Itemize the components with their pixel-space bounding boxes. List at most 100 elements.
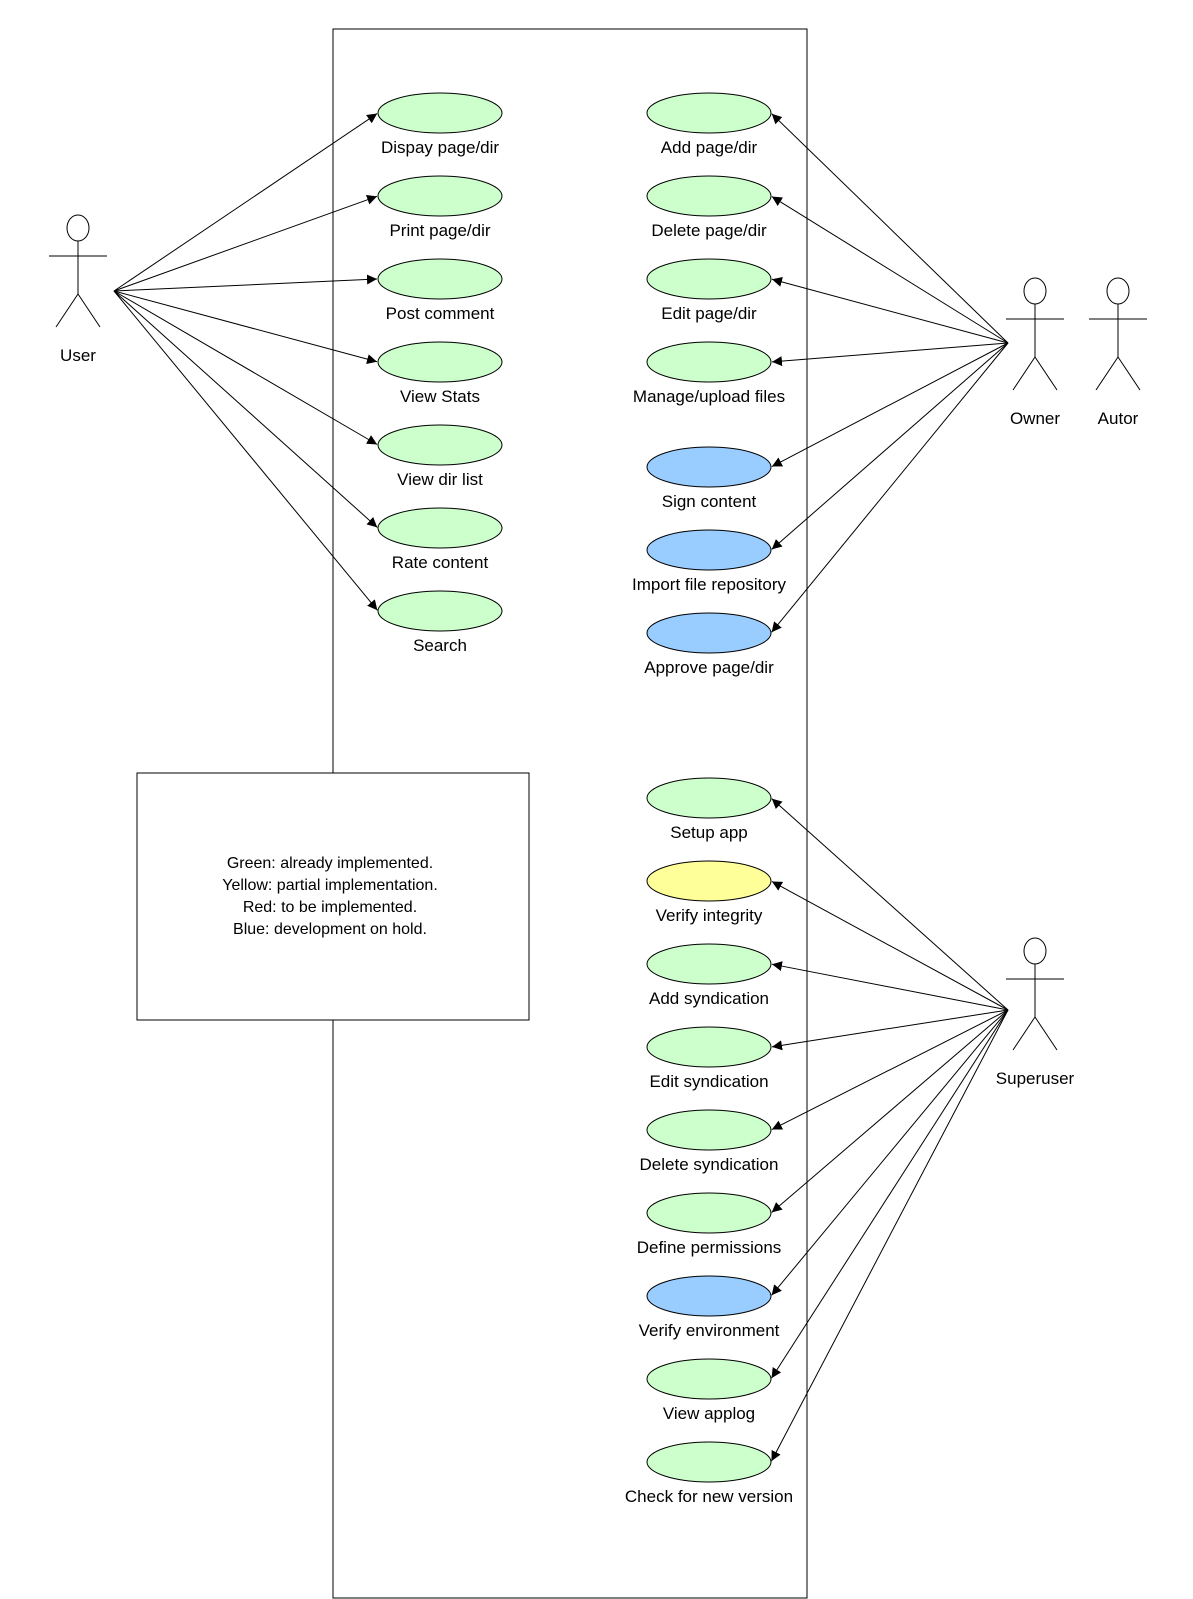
use-case-ellipse: [646, 777, 772, 819]
use-case-ellipse: [377, 92, 503, 134]
use-case-ellipse: [377, 341, 503, 383]
use-case-sign-content: Sign content: [646, 446, 772, 511]
actor-label: User: [60, 346, 96, 365]
use-case-ellipse: [646, 258, 772, 300]
use-case-label: Search: [413, 636, 467, 655]
connector-delete-page-dir: [771, 196, 1009, 344]
connector-view-applog: [771, 1009, 1009, 1379]
use-case-label: Edit syndication: [649, 1072, 768, 1091]
actor-label: Owner: [1010, 409, 1060, 428]
actor-leg-right: [1034, 356, 1058, 391]
connector-dispay-page-dir: [113, 113, 378, 292]
legend-line-yellow: Yellow: partial implementation.: [222, 877, 438, 894]
connector-approve-page-dir: [771, 342, 1009, 633]
legend-box: [136, 772, 530, 1021]
use-case-ellipse: [646, 1275, 772, 1317]
use-case-label: Approve page/dir: [644, 658, 774, 677]
use-case-ellipse: [646, 1192, 772, 1234]
legend-line-red: Red: to be implemented.: [243, 899, 417, 916]
legend-line-blue: Blue: development on hold.: [233, 921, 427, 938]
use-case-check-for-new-version: Check for new version: [625, 1441, 793, 1506]
actor-label: Superuser: [996, 1069, 1075, 1088]
connector-add-page-dir: [771, 113, 1009, 344]
use-case-label: Dispay page/dir: [381, 138, 499, 157]
use-case-ellipse: [646, 341, 772, 383]
use-case-label: Print page/dir: [389, 221, 490, 240]
use-case-import-file-repository: Import file repository: [632, 529, 786, 594]
use-case-delete-syndication: Delete syndication: [640, 1109, 779, 1174]
use-case-ellipse: [377, 507, 503, 549]
use-case-label: View Stats: [400, 387, 480, 406]
use-case-label: Post comment: [386, 304, 495, 323]
use-case-ellipse: [646, 1441, 772, 1483]
use-case-setup-app: Setup app: [646, 777, 772, 842]
connector-print-page-dir: [113, 195, 378, 292]
legend-line-green: Green: already implemented.: [227, 855, 433, 872]
use-case-manage-upload-files: Manage/upload files: [633, 341, 785, 406]
use-case-view-dir-list: View dir list: [377, 424, 503, 489]
actor-head: [1023, 277, 1047, 305]
actor-owner: Owner: [1006, 277, 1064, 428]
connector-view-dir-list: [113, 290, 378, 445]
use-case-add-page-dir: Add page/dir: [646, 92, 772, 157]
actor-head: [66, 214, 90, 242]
use-case-ellipse: [377, 258, 503, 300]
connector-setup-app: [771, 798, 1009, 1011]
use-case-label: Manage/upload files: [633, 387, 785, 406]
actor-leg-right: [1034, 1016, 1058, 1051]
use-case-label: Define permissions: [637, 1238, 782, 1257]
use-case-ellipse: [377, 590, 503, 632]
connector-define-permissions: [771, 1009, 1009, 1213]
use-case-label: Delete page/dir: [651, 221, 767, 240]
use-case-label: Verify environment: [639, 1321, 780, 1340]
actor-head: [1023, 937, 1047, 965]
use-case-ellipse: [646, 860, 772, 902]
use-case-label: View applog: [663, 1404, 755, 1423]
use-case-ellipse: [377, 424, 503, 466]
actor-leg-right: [77, 293, 101, 328]
connector-sign-content: [771, 342, 1009, 467]
connector-add-syndication: [771, 961, 1009, 1011]
actor-superuser: Superuser: [996, 937, 1075, 1088]
use-case-label: Delete syndication: [640, 1155, 779, 1174]
use-case-define-permissions: Define permissions: [637, 1192, 782, 1257]
connector-import-file-repository: [771, 342, 1009, 550]
connector-post-comment: [113, 274, 378, 292]
connectors: [113, 113, 1009, 1462]
use-case-label: Add syndication: [649, 989, 769, 1008]
use-case-ellipse: [646, 1026, 772, 1068]
use-case-label: Import file repository: [632, 575, 786, 594]
use-case-add-syndication: Add syndication: [646, 943, 772, 1008]
actor-head: [1106, 277, 1130, 305]
actor-autor: Autor: [1089, 277, 1147, 428]
use-case-ellipse: [646, 612, 772, 654]
use-case-approve-page-dir: Approve page/dir: [644, 612, 774, 677]
connector-delete-syndication: [771, 1009, 1009, 1130]
use-case-label: Sign content: [662, 492, 757, 511]
connector-edit-page-dir: [771, 277, 1009, 344]
connector-rate-content: [113, 290, 378, 528]
use-case-label: Rate content: [392, 553, 489, 572]
connector-verify-environment: [771, 1009, 1009, 1296]
use-case-label: Check for new version: [625, 1487, 793, 1506]
use-case-rate-content: Rate content: [377, 507, 503, 572]
use-case-edit-page-dir: Edit page/dir: [646, 258, 772, 323]
actor-leg-left: [1095, 356, 1119, 391]
connector-manage-upload-files: [771, 342, 1009, 367]
connector-check-for-new-version: [771, 1009, 1009, 1462]
actor-label: Autor: [1098, 409, 1139, 428]
use-case-label: View dir list: [397, 470, 483, 489]
use-case-ellipse: [646, 943, 772, 985]
connector-edit-syndication: [771, 1009, 1009, 1051]
use-case-search: Search: [377, 590, 503, 655]
use-case-edit-syndication: Edit syndication: [646, 1026, 772, 1091]
legend: Green: already implemented. Yellow: part…: [136, 772, 530, 1021]
use-case-print-page-dir: Print page/dir: [377, 175, 503, 240]
use-case-delete-page-dir: Delete page/dir: [646, 175, 772, 240]
actor-leg-right: [1117, 356, 1141, 391]
use-case-ellipse: [646, 1109, 772, 1151]
use-case-verify-environment: Verify environment: [639, 1275, 780, 1340]
connector-view-stats: [113, 290, 378, 364]
